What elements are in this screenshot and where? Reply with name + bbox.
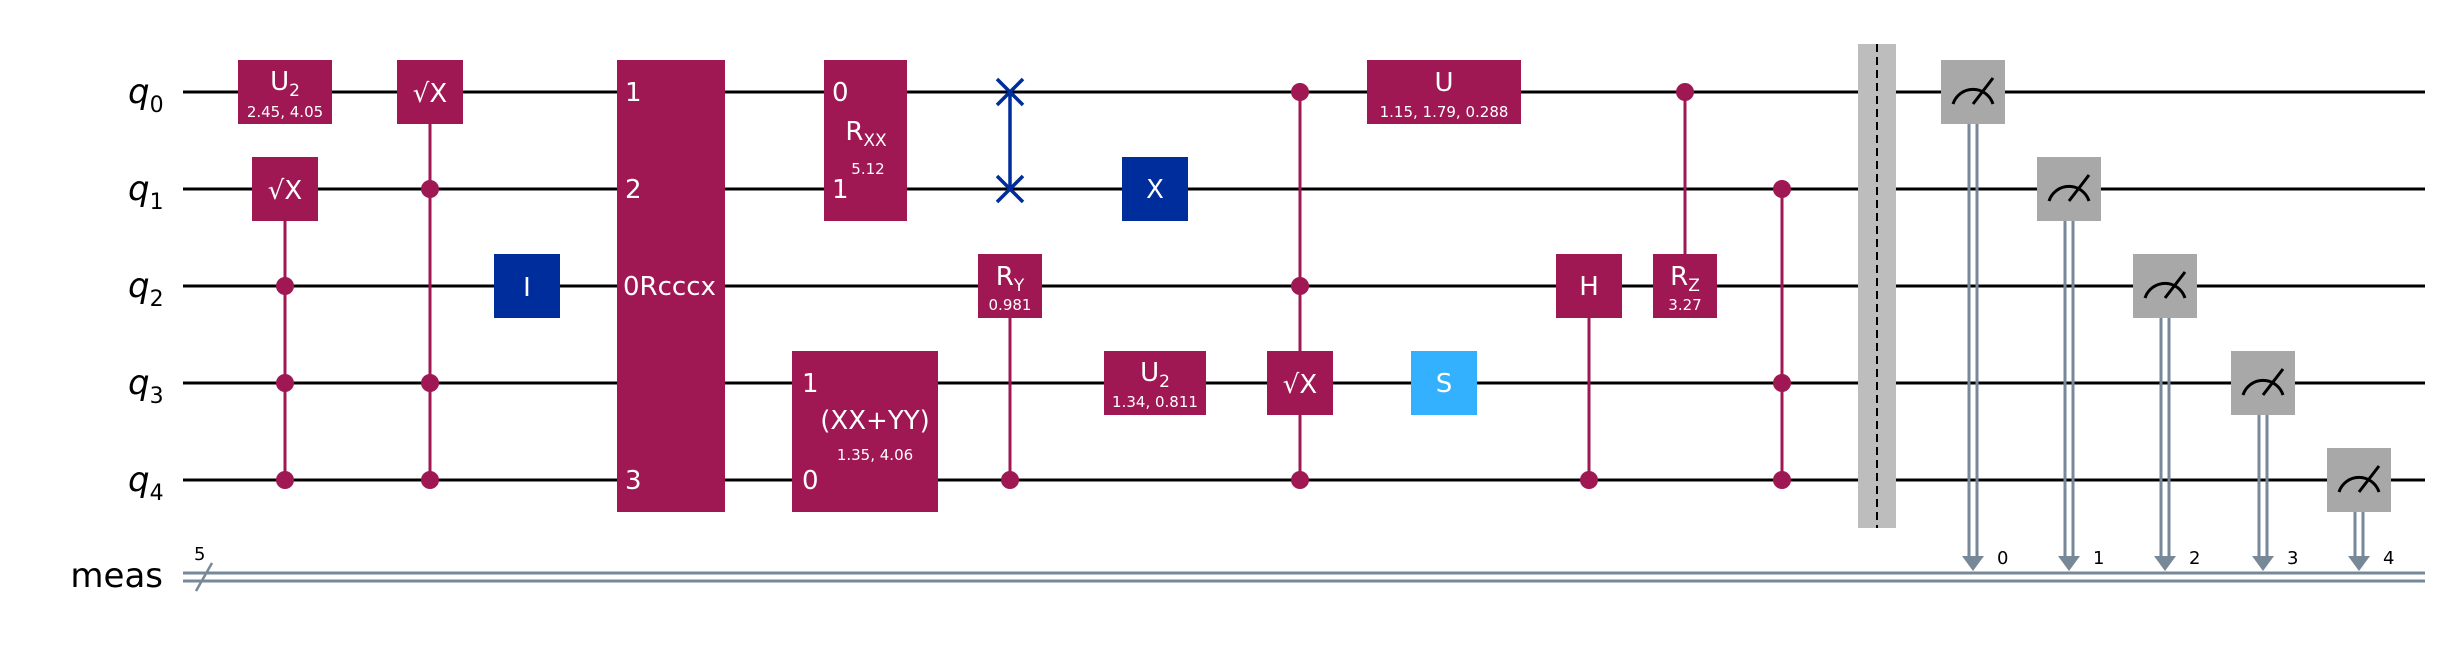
qubit-label-4: q4 xyxy=(128,460,164,506)
measure-1: 1 xyxy=(2037,157,2104,571)
svg-text:0: 0 xyxy=(832,78,849,108)
controlled-h-gate: H xyxy=(1556,254,1622,489)
svg-text:H: H xyxy=(1579,272,1599,302)
measure-bit-label-0: 0 xyxy=(1997,548,2008,569)
meter-icon xyxy=(1951,87,1995,105)
control-dot-icon xyxy=(1676,83,1694,101)
identity-gate-q2: I xyxy=(494,254,560,318)
qubit-label-3: q3 xyxy=(128,363,164,409)
svg-text:RY: RY xyxy=(996,262,1025,296)
svg-text:I: I xyxy=(523,273,531,303)
measure-bit-label-3: 3 xyxy=(2287,548,2298,569)
control-dot-icon xyxy=(276,374,294,392)
control-dot-icon xyxy=(1291,471,1309,489)
xx-plus-yy-gate: 1 0 (XX+YY) 1.35, 4.06 xyxy=(792,351,938,512)
x-gate-q1: X xyxy=(1122,157,1188,221)
control-dot-icon xyxy=(1773,180,1791,198)
ccz-gate-b xyxy=(1773,180,1791,489)
controlled-sx-gate-a: √X xyxy=(397,60,463,489)
sx-gate-q1: √X xyxy=(252,157,318,221)
qubit-label-2: q2 xyxy=(128,266,164,312)
swap-icon xyxy=(995,174,1025,204)
meter-needle-icon xyxy=(1971,77,1995,105)
svg-text:5.12: 5.12 xyxy=(851,160,884,178)
swap-gate xyxy=(995,77,1025,204)
meter-needle-icon xyxy=(2261,368,2285,396)
svg-text:1: 1 xyxy=(625,78,642,108)
measure-bit-label-4: 4 xyxy=(2383,548,2394,569)
qubit-label-0: q0 xyxy=(128,72,164,118)
meter-needle-icon xyxy=(2067,174,2091,202)
control-dot-icon xyxy=(1291,277,1309,295)
svg-text:2: 2 xyxy=(625,175,642,205)
measure-bit-label-1: 1 xyxy=(2093,548,2104,569)
rxx-gate: 0 1 RXX 5.12 xyxy=(824,60,907,221)
controlled-rz-gate: RZ 3.27 xyxy=(1653,83,1717,318)
meter-needle-icon xyxy=(2163,271,2187,299)
swap-icon xyxy=(995,77,1025,107)
classical-register-width: 5 xyxy=(194,544,205,565)
measure-bit-label-2: 2 xyxy=(2189,548,2200,569)
svg-text:√X: √X xyxy=(1283,370,1317,400)
meter-icon xyxy=(2241,378,2285,396)
u-gate-q0: U 1.15, 1.79, 0.288 xyxy=(1367,60,1521,124)
svg-text:U2: U2 xyxy=(270,67,300,101)
svg-text:1: 1 xyxy=(832,175,849,205)
svg-text:U: U xyxy=(1434,68,1453,98)
measure-0: 0 xyxy=(1941,60,2008,571)
svg-text:√X: √X xyxy=(413,79,447,109)
register-slash xyxy=(194,562,214,592)
svg-text:(XX+YY): (XX+YY) xyxy=(820,406,929,436)
classical-register-label: meas xyxy=(70,556,163,596)
barrier xyxy=(1858,44,1896,528)
controlled-sx-gate-b: √X xyxy=(1267,83,1333,489)
svg-text:2.45, 4.05: 2.45, 4.05 xyxy=(247,103,323,121)
svg-text:√X: √X xyxy=(268,176,302,206)
rcccx-gate: 1 2 0Rcccx 3 xyxy=(617,60,725,512)
svg-text:1.15, 1.79, 0.288: 1.15, 1.79, 0.288 xyxy=(1380,103,1509,121)
measure-3: 3 xyxy=(2231,351,2298,571)
control-dot-icon xyxy=(1773,471,1791,489)
u2-gate-q0: U2 2.45, 4.05 xyxy=(238,60,332,124)
svg-text:RZ: RZ xyxy=(1670,262,1700,296)
svg-text:U2: U2 xyxy=(1140,358,1170,392)
meter-needle-icon xyxy=(2357,465,2381,493)
svg-text:3: 3 xyxy=(625,466,642,496)
control-dot-icon xyxy=(421,180,439,198)
svg-text:S: S xyxy=(1436,369,1453,399)
control-dot-icon xyxy=(1580,471,1598,489)
control-dot-icon xyxy=(1773,374,1791,392)
svg-text:3.27: 3.27 xyxy=(1668,296,1701,314)
s-gate-q3: S xyxy=(1411,351,1477,415)
qubit-labels: q0 q1 q2 q3 q4 meas 5 xyxy=(70,72,205,596)
control-dot-icon xyxy=(1291,83,1309,101)
measure-2: 2 xyxy=(2133,254,2200,571)
meter-icon xyxy=(2047,184,2091,202)
classical-wire xyxy=(183,562,2425,592)
control-dot-icon xyxy=(276,277,294,295)
svg-text:X: X xyxy=(1146,175,1164,205)
control-dot-icon xyxy=(421,471,439,489)
svg-text:1.34, 0.811: 1.34, 0.811 xyxy=(1112,393,1198,411)
measure-4: 4 xyxy=(2327,448,2394,571)
svg-text:0.981: 0.981 xyxy=(989,296,1032,314)
u2-gate-q3: U2 1.34, 0.811 xyxy=(1104,351,1206,415)
svg-text:0Rcccx: 0Rcccx xyxy=(623,272,716,302)
svg-text:0: 0 xyxy=(802,466,819,496)
svg-text:1.35, 4.06: 1.35, 4.06 xyxy=(837,446,913,464)
meter-icon xyxy=(2337,475,2381,493)
control-dot-icon xyxy=(1001,471,1019,489)
ccz-gate-a xyxy=(276,221,294,489)
meter-icon xyxy=(2143,281,2187,299)
svg-text:RXX: RXX xyxy=(845,117,887,151)
qubit-label-1: q1 xyxy=(128,169,164,215)
svg-text:1: 1 xyxy=(802,369,819,399)
control-dot-icon xyxy=(276,471,294,489)
control-dot-icon xyxy=(421,374,439,392)
controlled-ry-gate: RY 0.981 xyxy=(978,254,1042,489)
